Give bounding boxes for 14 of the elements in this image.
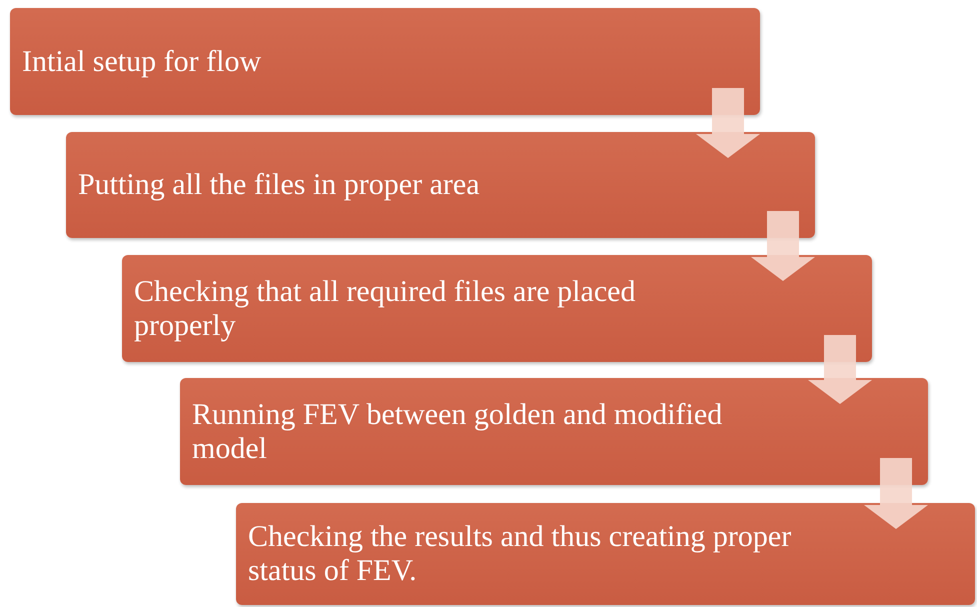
down-arrow [808, 335, 872, 404]
step-text: Putting all the files in proper area [78, 168, 480, 202]
process-box [66, 132, 815, 238]
down-arrow [864, 458, 928, 529]
process-box [10, 8, 760, 115]
down-arrow [751, 211, 815, 281]
down-arrow [696, 88, 760, 158]
process-box [122, 255, 872, 362]
step-text: Running FEV between golden and modified model [192, 398, 724, 466]
step-text: Checking the results and thus creating proper status of FEV. [248, 520, 792, 588]
step-text: Intial setup for flow [22, 44, 262, 78]
process-box [236, 503, 975, 605]
process-box [180, 378, 928, 485]
step-text: Checking that all required files are placed properly [134, 274, 636, 342]
